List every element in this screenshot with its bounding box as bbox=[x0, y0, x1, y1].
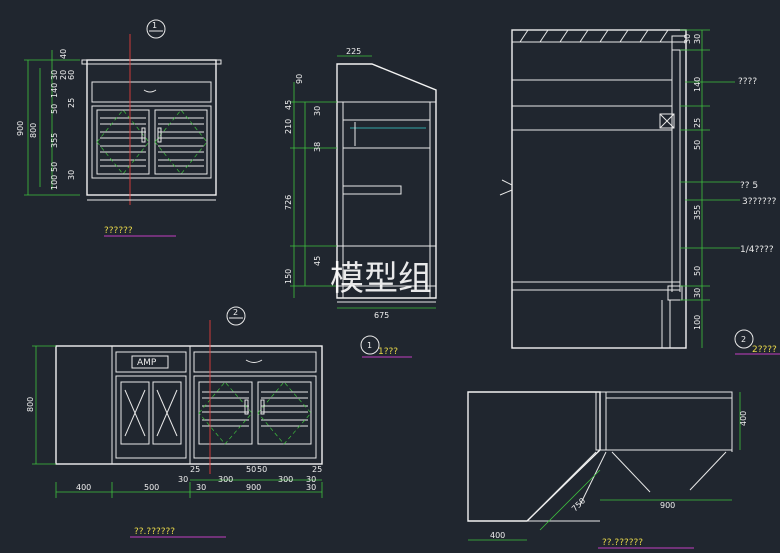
dim-fb-b3: 900 bbox=[246, 483, 261, 492]
caption-front-top: ?????? bbox=[104, 226, 133, 236]
dim-plan-v: 400 bbox=[739, 411, 748, 426]
section-marker-2b: 2 bbox=[741, 335, 746, 344]
section-marker-2: 2 bbox=[233, 308, 238, 317]
dim-plan-h: 900 bbox=[660, 501, 675, 510]
dim-sec-7: 50 bbox=[693, 266, 702, 276]
dim-v-11: 30 bbox=[67, 170, 76, 180]
dim-sec-1: 30 bbox=[693, 34, 702, 44]
dim-v-3: 20 bbox=[59, 70, 68, 80]
caption-section-2: 2???? bbox=[752, 345, 777, 355]
dim-v-8: 355 bbox=[50, 133, 59, 148]
dim-fb-height: 800 bbox=[26, 397, 35, 412]
dim-fb-i3: 30 bbox=[196, 483, 206, 492]
note-2: ?? 5 bbox=[740, 181, 758, 191]
note-1: ???? bbox=[738, 77, 757, 87]
dim-v-7: 25 bbox=[67, 98, 76, 108]
dim-fb-i8: 25 bbox=[312, 465, 322, 474]
dim-overall-height: 900 bbox=[16, 121, 25, 136]
dim-fb-b1: 400 bbox=[76, 483, 91, 492]
dim-v-6: 50 bbox=[50, 104, 59, 114]
caption-plan: ??.?????? bbox=[602, 538, 643, 548]
section-marker-1b: 1 bbox=[367, 341, 372, 350]
dim-side-v-4: 210 bbox=[284, 119, 293, 134]
dim-side-v-2: 45 bbox=[284, 100, 293, 110]
dim-side-v-1: 90 bbox=[295, 74, 304, 84]
amp-label: AMP bbox=[137, 358, 157, 368]
dim-v-4: 60 bbox=[67, 70, 76, 80]
dim-plan-diag: 750 bbox=[570, 496, 587, 513]
note-3: 3?????? bbox=[742, 197, 777, 207]
dim-sec-5: 50 bbox=[693, 140, 702, 150]
dim-side-v-6: 726 bbox=[284, 195, 293, 210]
dim-sec-4: 25 bbox=[693, 118, 702, 128]
watermark: 模型组 bbox=[330, 259, 432, 299]
dim-side-bottom: 675 bbox=[374, 311, 389, 320]
dim-inner-height: 800 bbox=[29, 123, 38, 138]
front-elevation-top: 1 900 800 40 30 20 60 140 50 25 355 100 … bbox=[16, 19, 222, 237]
side-elevation: 225 675 90 45 30 210 38 726 45 150 模型组 1… bbox=[284, 47, 437, 358]
dim-sec-3: 140 bbox=[693, 77, 702, 92]
dim-sec-6: 355 bbox=[693, 205, 702, 220]
dim-fb-i10: 30 bbox=[306, 483, 316, 492]
dim-fb-i2: 30 bbox=[178, 475, 188, 484]
dim-fb-i1: 25 bbox=[190, 465, 200, 474]
caption-section-1: 1??? bbox=[378, 347, 398, 357]
dim-sec-2: 30 bbox=[683, 34, 692, 44]
dim-side-top: 225 bbox=[346, 47, 361, 56]
dim-v-5: 140 bbox=[50, 83, 59, 98]
section-detail: 30 30 140 25 50 355 50 30 100 ???? ?? 5 … bbox=[499, 29, 780, 355]
dim-fb-i6: 50 bbox=[257, 465, 267, 474]
dim-fb-i5: 50 bbox=[246, 465, 256, 474]
dim-sec-9: 100 bbox=[693, 315, 702, 330]
dim-v-1: 40 bbox=[59, 49, 68, 59]
dim-side-v-7: 45 bbox=[313, 256, 322, 266]
dim-v-10: 50 bbox=[50, 162, 59, 172]
section-marker-1: 1 bbox=[152, 21, 157, 30]
dim-v-2: 30 bbox=[50, 70, 59, 80]
dim-v-9: 100 bbox=[50, 175, 59, 190]
dim-fb-i7: 300 bbox=[278, 475, 293, 484]
plan-view: 400 900 750 400 ??.?????? bbox=[467, 391, 748, 549]
dim-fb-i4: 300 bbox=[218, 475, 233, 484]
dim-side-v-8: 150 bbox=[284, 269, 293, 284]
note-4: 1/4???? bbox=[740, 245, 774, 255]
dim-fb-b2: 500 bbox=[144, 483, 159, 492]
dim-side-v-3: 30 bbox=[313, 106, 322, 116]
dim-plan-left: 400 bbox=[490, 531, 505, 540]
front-elevation-bottom: AMP 2 bbox=[26, 306, 323, 538]
caption-front-bottom: ??.?????? bbox=[134, 527, 175, 537]
dim-sec-8: 30 bbox=[693, 288, 702, 298]
dim-side-v-5: 38 bbox=[313, 142, 322, 152]
dim-fb-i9: 30 bbox=[306, 475, 316, 484]
